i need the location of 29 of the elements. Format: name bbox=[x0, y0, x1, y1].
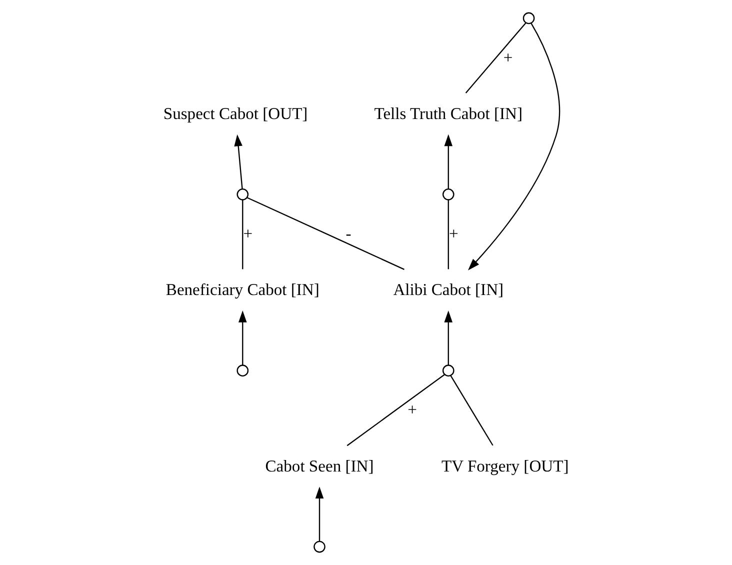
edge-label: - bbox=[345, 224, 351, 243]
node-text: Cabot Seen [IN] bbox=[264, 456, 374, 476]
connector bbox=[246, 197, 404, 270]
node-text: TV Forgery [OUT] bbox=[441, 456, 568, 476]
connector bbox=[450, 375, 493, 446]
arrow bbox=[467, 22, 560, 270]
node-text: Beneficiary Cabot [IN] bbox=[165, 280, 319, 300]
node-circle bbox=[313, 540, 325, 553]
edge-label: + bbox=[448, 224, 458, 243]
node-text: Tells Truth Cabot [IN] bbox=[374, 104, 522, 123]
arrow bbox=[238, 310, 246, 366]
edge-label: + bbox=[407, 400, 416, 420]
node-circle bbox=[522, 12, 534, 24]
connector bbox=[447, 200, 448, 270]
node-circle bbox=[442, 188, 454, 200]
edge-label: + bbox=[242, 224, 252, 243]
node-text: Alibi Cabot [IN] bbox=[392, 280, 504, 300]
node-circle bbox=[236, 364, 248, 376]
arrow bbox=[444, 134, 452, 190]
connector bbox=[242, 200, 243, 270]
arrow bbox=[314, 486, 324, 542]
arrow bbox=[444, 310, 452, 366]
node-circle bbox=[442, 364, 454, 376]
connector bbox=[464, 22, 526, 94]
node-circle bbox=[236, 188, 248, 200]
edge-label: + bbox=[502, 48, 512, 67]
connector bbox=[346, 374, 444, 446]
node-text: Suspect Cabot [OUT] bbox=[162, 104, 308, 123]
arrow bbox=[234, 134, 242, 190]
